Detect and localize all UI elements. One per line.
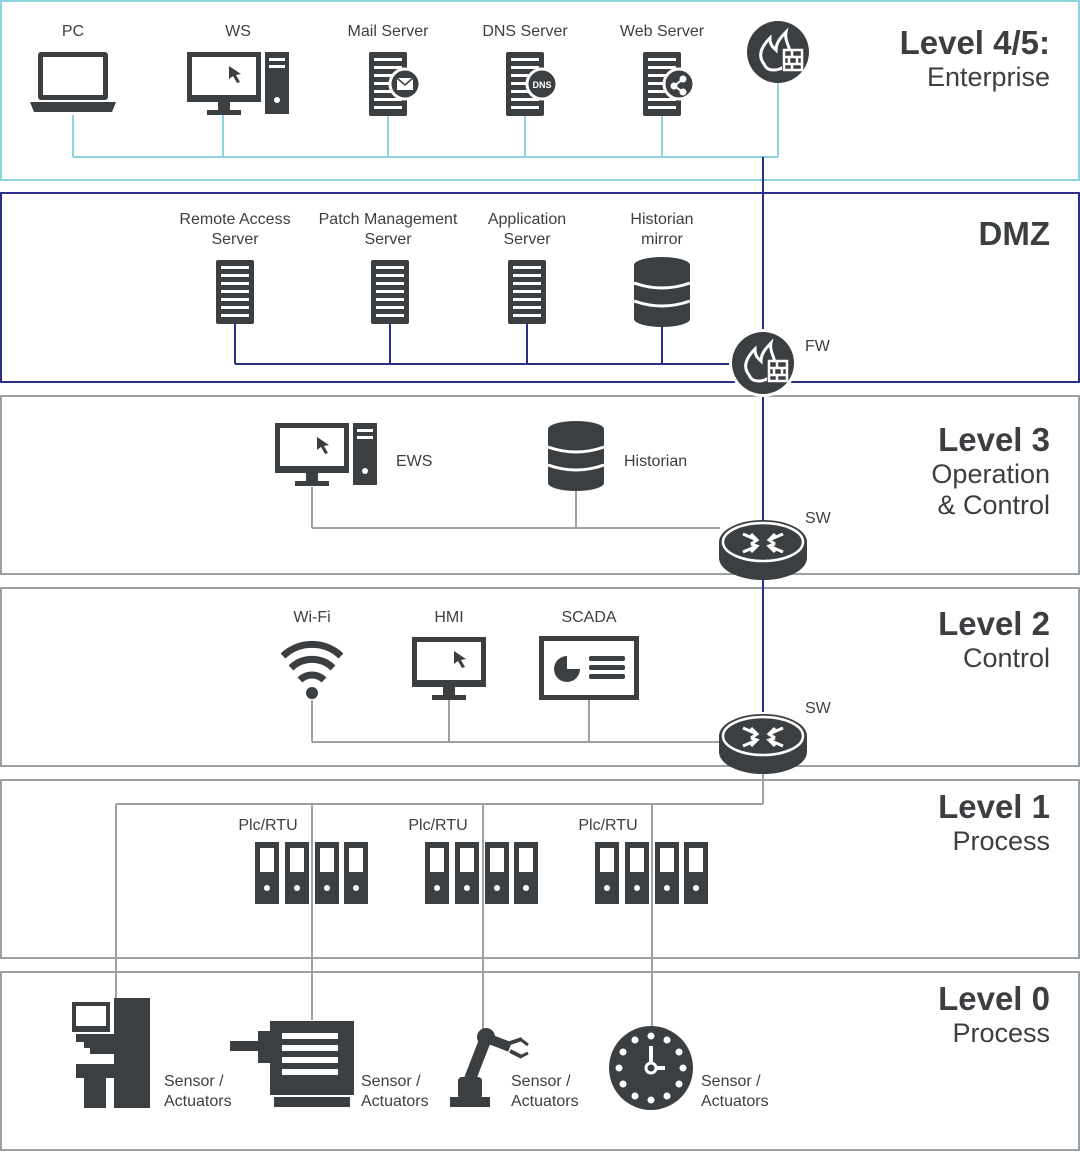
level0-zone-title: Level 0 Process xyxy=(938,980,1050,1049)
label-line: Remote Access xyxy=(179,211,291,228)
machine-tool-icon xyxy=(72,998,150,1108)
patch-management-server-label: Patch Management Server xyxy=(308,210,468,250)
zone-subtitle: Process xyxy=(952,825,1050,856)
enterprise-links xyxy=(72,82,779,158)
web-server-label: Web Server xyxy=(619,23,705,40)
label-line: Actuators xyxy=(361,1093,429,1110)
label-line: Sensor / xyxy=(164,1073,224,1090)
zone-subtitle: Operation xyxy=(931,458,1050,489)
historian-database-icon xyxy=(546,419,606,493)
application-server-label: Application Server xyxy=(467,210,587,250)
label-line: Actuators xyxy=(701,1093,769,1110)
remote-access-server-icon xyxy=(216,260,254,324)
mail-server-label: Mail Server xyxy=(347,23,429,40)
dmz-firewall-icon xyxy=(729,329,797,397)
zone-subtitle: Enterprise xyxy=(926,61,1050,92)
label-line: Sensor / xyxy=(701,1073,761,1090)
ews-label: EWS xyxy=(396,453,433,470)
plc-rtu-3-label: Plc/RTU xyxy=(578,817,638,834)
patch-management-server-icon xyxy=(371,260,409,324)
label-line: Application xyxy=(487,211,567,228)
laptop-icon xyxy=(30,52,116,112)
enterprise-zone-title: Level 4/5: Enterprise xyxy=(900,24,1050,93)
sensor-actuators-1-label: Sensor / Actuators xyxy=(164,1072,232,1112)
level2-switch-label: SW xyxy=(805,700,831,717)
ws-label: WS xyxy=(225,23,251,40)
level1-zone-box xyxy=(0,779,1080,959)
process-links xyxy=(115,487,764,1030)
application-server-icon xyxy=(508,260,546,324)
enterprise-zone-box xyxy=(0,0,1080,181)
label-line: Patch Management xyxy=(318,211,458,228)
label-line: Server xyxy=(503,231,551,248)
dns-badge-text: DNS xyxy=(532,80,551,90)
plc-rtu-2-icon xyxy=(425,842,538,904)
label-line: Sensor / xyxy=(511,1073,571,1090)
historian-mirror-label: Historian mirror xyxy=(602,210,722,250)
ews-workstation-icon xyxy=(275,423,377,486)
plc-rtu-2-label: Plc/RTU xyxy=(408,817,468,834)
label-line: Server xyxy=(211,231,259,248)
label-line: Server xyxy=(364,231,412,248)
pc-label: PC xyxy=(61,23,85,40)
hmi-monitor-icon xyxy=(412,637,486,700)
historian-mirror-database-icon xyxy=(632,255,692,329)
level2-switch-icon xyxy=(717,712,809,776)
enterprise-firewall-icon xyxy=(745,19,811,85)
level1-zone-title: Level 1 Process xyxy=(938,788,1050,857)
scada-display-icon xyxy=(539,636,639,700)
zone-subtitle: & Control xyxy=(937,489,1050,520)
label-line: Actuators xyxy=(164,1093,232,1110)
zone-level: Level 1 xyxy=(938,788,1050,825)
firewall-label: FW xyxy=(805,338,830,355)
sensor-actuators-3-label: Sensor / Actuators xyxy=(511,1072,579,1112)
level3-switch-icon xyxy=(717,518,809,582)
zone-level: Level 0 xyxy=(938,980,1050,1017)
level3-switch-label: SW xyxy=(805,510,831,527)
robot-arm-icon xyxy=(450,1028,529,1107)
level0-zone-box xyxy=(0,971,1080,1151)
clock-icon xyxy=(609,1026,693,1110)
mail-server-icon xyxy=(369,52,422,116)
zone-level: Level 3 xyxy=(938,421,1050,458)
dmz-links xyxy=(234,157,764,712)
dmz-zone-title: DMZ xyxy=(979,215,1050,253)
zone-level: Level 2 xyxy=(938,605,1050,642)
historian-label: Historian xyxy=(624,453,688,470)
label-line: Historian xyxy=(630,211,694,228)
wifi-label: Wi-Fi xyxy=(293,609,331,626)
remote-access-server-label: Remote Access Server xyxy=(165,210,305,250)
sensor-actuators-2-label: Sensor / Actuators xyxy=(361,1072,429,1112)
level3-zone-box xyxy=(0,395,1080,575)
zone-level: DMZ xyxy=(978,215,1050,252)
zone-subtitle: Control xyxy=(962,642,1050,673)
hmi-label: HMI xyxy=(434,609,464,626)
dns-server-icon: DNS xyxy=(506,52,559,116)
plc-rtu-1-label: Plc/RTU xyxy=(238,817,298,834)
label-line: mirror xyxy=(641,231,683,248)
level3-zone-title: Level 3 Operation & Control xyxy=(931,421,1050,521)
wifi-icon xyxy=(280,640,344,699)
zone-subtitle: Process xyxy=(952,1017,1050,1048)
label-line: Sensor / xyxy=(361,1073,421,1090)
zone-level: Level 4/5: xyxy=(899,24,1050,61)
level2-zone-box xyxy=(0,587,1080,767)
web-server-icon xyxy=(643,52,696,116)
workstation-icon xyxy=(187,52,289,115)
sensor-actuators-4-label: Sensor / Actuators xyxy=(701,1072,769,1112)
scada-label: SCADA xyxy=(561,609,617,626)
dmz-zone-box xyxy=(0,192,1080,383)
label-line: Actuators xyxy=(511,1093,579,1110)
level2-zone-title: Level 2 Control xyxy=(938,605,1050,674)
dns-server-label: DNS Server xyxy=(482,23,568,40)
motor-icon xyxy=(230,1021,354,1107)
